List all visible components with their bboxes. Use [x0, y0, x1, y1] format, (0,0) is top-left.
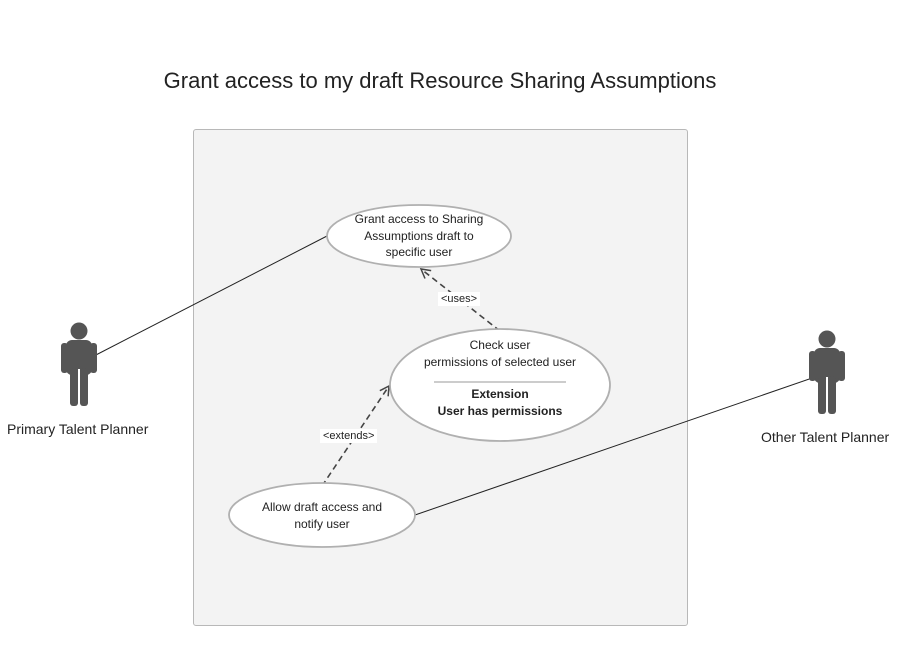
use-case-allow-access: [228, 482, 416, 548]
use-case-grant-access-label: Grant access to Sharing Assumptions draf…: [339, 211, 499, 261]
use-case-check-permissions: [389, 328, 611, 442]
other-actor-label: Other Talent Planner: [761, 429, 890, 445]
use-case-check-permissions-label: Check user permissions of selected user: [410, 337, 590, 370]
extension-point-label: Extension User has permissions: [410, 386, 590, 419]
primary-actor-label: Primary Talent Planner: [7, 421, 149, 437]
check-line-2: permissions of selected user: [423, 354, 577, 369]
use-case-allow-access-label: Allow draft access and notify user: [242, 499, 402, 532]
check-line-1: Check user: [469, 338, 531, 352]
extends-label: <extends>: [320, 429, 378, 443]
grant-line-1: Grant access to Sharing: [354, 212, 484, 226]
use-case-grant-access: [326, 204, 512, 268]
allow-line-2: notify user: [294, 516, 350, 531]
primary-actor-icon: [61, 322, 97, 406]
grant-line-3: specific user: [385, 245, 453, 259]
other-actor-icon: [809, 330, 845, 414]
allow-line-1: Allow draft access and: [261, 500, 383, 514]
extension-condition: User has permissions: [437, 403, 563, 418]
diagram-title: Grant access to my draft Resource Sharin…: [163, 68, 717, 93]
grant-line-2: Assumptions draft to: [364, 228, 474, 243]
uses-label: <uses>: [438, 292, 481, 306]
association-primary-grant: [91, 235, 328, 358]
association-other-allow: [414, 375, 819, 516]
extension-heading: Extension: [471, 387, 529, 401]
